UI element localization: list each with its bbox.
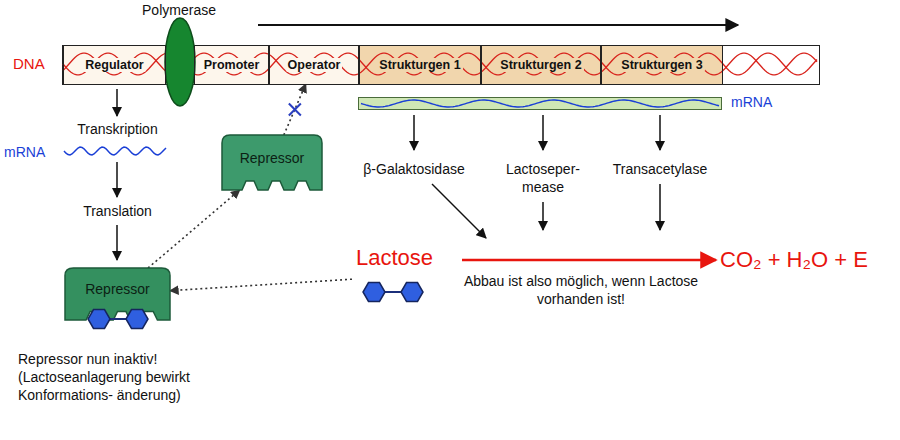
lactose-molecule [363, 283, 423, 302]
flow-arrow [542, 202, 544, 230]
text-label: Repressor nun inaktiv! (Lactoseanlagerun… [18, 350, 198, 405]
glycosidic-bond [385, 291, 401, 293]
text-label: Lactoseper- mease [497, 160, 589, 196]
flow-arrow [116, 225, 118, 260]
segment-fill [359, 46, 481, 84]
dotted-connector [284, 84, 306, 135]
text-label: Polymerase [139, 1, 219, 19]
mrna-drawing [359, 98, 721, 109]
node-label: Regulator [83, 58, 145, 72]
blocked-mark [289, 104, 301, 116]
gene-segment: Operator [269, 46, 359, 84]
text-label: CO₂ + H₂O + E [720, 246, 894, 275]
dotted-connector [148, 190, 240, 268]
flow-arrow [659, 115, 661, 150]
lactose-drawing [356, 278, 436, 306]
repressor-outline [222, 135, 322, 190]
segment-fill [601, 46, 723, 84]
gene-segment: Strukturgen 1 [359, 46, 481, 84]
blocked-mark [289, 104, 301, 116]
node-label: Strukturgen 3 [619, 58, 704, 72]
node-label: Operator [286, 58, 343, 72]
text-label: Abbau ist also möglich, wenn Lactose vor… [462, 272, 700, 308]
lactose-molecule [88, 310, 148, 329]
glycosidic-bond [110, 318, 126, 320]
flow-arrow [116, 89, 118, 116]
node-label: mRNA [731, 94, 772, 110]
text-label: Transacetylase [600, 160, 720, 178]
transcription-arrow [258, 24, 738, 26]
repressor-outline [65, 268, 170, 320]
connector-layer [148, 84, 352, 291]
segment-fill [194, 46, 269, 84]
lactose-molecule-group: Lactose [352, 245, 452, 307]
flow-arrow [659, 184, 661, 230]
rna-polymerase [165, 18, 195, 106]
node-label: Promoter [202, 58, 262, 72]
text-label: Transkription [55, 120, 180, 138]
bound-lactose [77, 305, 157, 333]
segment-fill [269, 46, 359, 84]
node-label: Repressor [240, 150, 305, 166]
text-label: mRNA [4, 143, 56, 161]
gene-segment: Promoter [194, 46, 269, 84]
node-label: Strukturgen 2 [498, 58, 583, 72]
mrna-wave [64, 147, 166, 155]
flow-arrow [542, 115, 544, 150]
mrna-band: mRNA [358, 97, 722, 110]
flow-arrow [116, 162, 118, 197]
gene-segment: Strukturgen 3 [601, 46, 723, 84]
sugar-ring [401, 283, 423, 302]
node-label: DNA [13, 55, 45, 72]
mrna-strand [361, 100, 719, 107]
segment-fill [63, 46, 166, 84]
node-label: Repressor [85, 281, 150, 297]
sugar-ring [363, 283, 385, 302]
text-label: Translation [55, 202, 180, 220]
node-label: Lactose [356, 245, 433, 271]
repressor-protein: Repressor [65, 268, 170, 320]
flow-arrow [413, 115, 415, 150]
node-label: Strukturgen 1 [377, 58, 462, 72]
gene-segment: Regulator [63, 46, 166, 84]
sugar-ring [126, 310, 148, 329]
flow-arrow [432, 184, 486, 238]
gene-segment: Strukturgen 2 [481, 46, 601, 84]
dna-band: DNARegulatorPromoterOperatorStrukturgen … [62, 45, 820, 85]
sugar-ring [88, 310, 110, 329]
dotted-connector [170, 279, 352, 291]
reaction-arrow [462, 259, 716, 262]
segment-fill [481, 46, 601, 84]
text-label: β-Galaktosidase [348, 160, 480, 178]
repressor-protein: Repressor [222, 135, 322, 190]
